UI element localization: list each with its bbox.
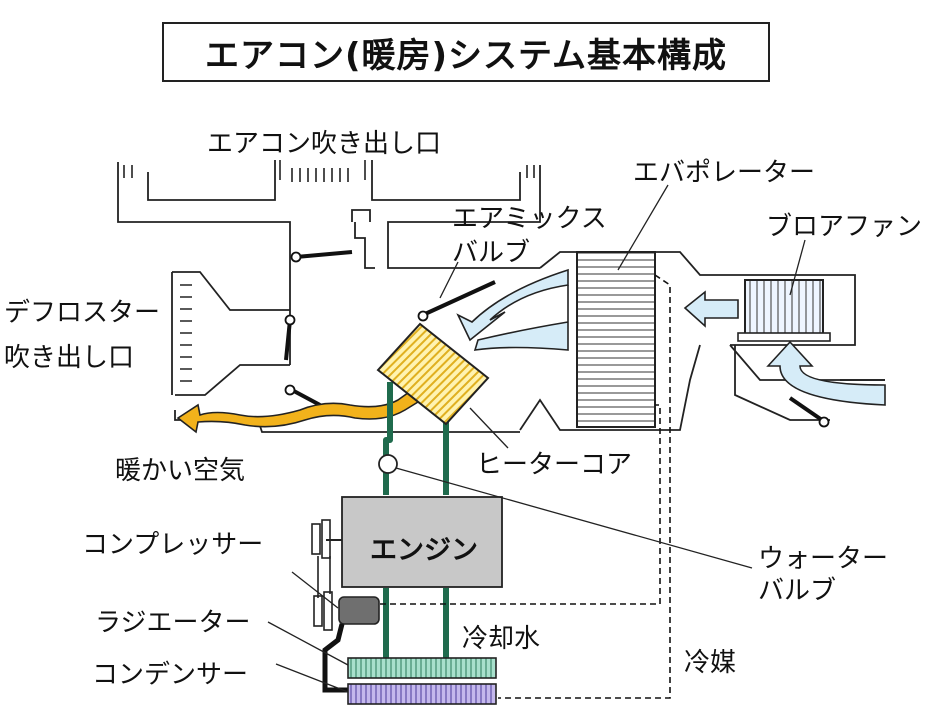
air-mix-label-line2: バルブ xyxy=(452,238,531,268)
compressor xyxy=(338,596,380,625)
warm-air-label: 暖かい空気 xyxy=(115,456,246,486)
refrigerant-label: 冷媒 xyxy=(684,648,737,678)
condenser xyxy=(347,683,497,705)
heater-core-label: ヒーターコア xyxy=(476,450,633,480)
damper-pivots xyxy=(284,251,830,428)
coolant-label: 冷却水 xyxy=(462,624,541,654)
evaporator-label: エバポレーター xyxy=(633,158,816,188)
blower-fan-label: ブロアファン xyxy=(766,212,923,242)
defroster-label-line2: 吹き出し口 xyxy=(4,343,135,373)
engine-label: エンジン xyxy=(370,535,478,566)
defroster-label-line1: デフロスター xyxy=(4,298,161,328)
evaporator xyxy=(576,251,656,428)
pulleys xyxy=(311,519,333,631)
refrigerant-line-solid xyxy=(322,623,348,693)
heater-core xyxy=(376,322,490,426)
water-valve-label-line2: バルブ xyxy=(758,576,837,606)
diagram-title: エアコン(暖房)システム基本構成 xyxy=(162,22,770,82)
refrigerant-lines-dashed xyxy=(380,274,671,699)
radiator xyxy=(347,657,497,679)
dampers xyxy=(284,250,824,422)
radiator-label: ラジエーター xyxy=(95,608,251,638)
warm-air-arrow xyxy=(176,388,420,434)
outlet-label: エアコン吹き出し口 xyxy=(207,129,442,159)
condenser-label: コンデンサー xyxy=(92,660,249,690)
defroster-grille xyxy=(180,284,192,382)
water-valve-label-line1: ウォーター xyxy=(758,544,889,574)
outlet-grilles xyxy=(123,160,535,182)
leader-lines xyxy=(267,184,806,693)
engine xyxy=(341,496,503,588)
blower-fan xyxy=(737,279,831,342)
water-valve xyxy=(378,454,398,474)
compressor-label: コンプレッサー xyxy=(82,530,264,560)
air-flow-arrows xyxy=(456,268,886,406)
air-mix-label-line1: エアミックス xyxy=(452,204,607,234)
